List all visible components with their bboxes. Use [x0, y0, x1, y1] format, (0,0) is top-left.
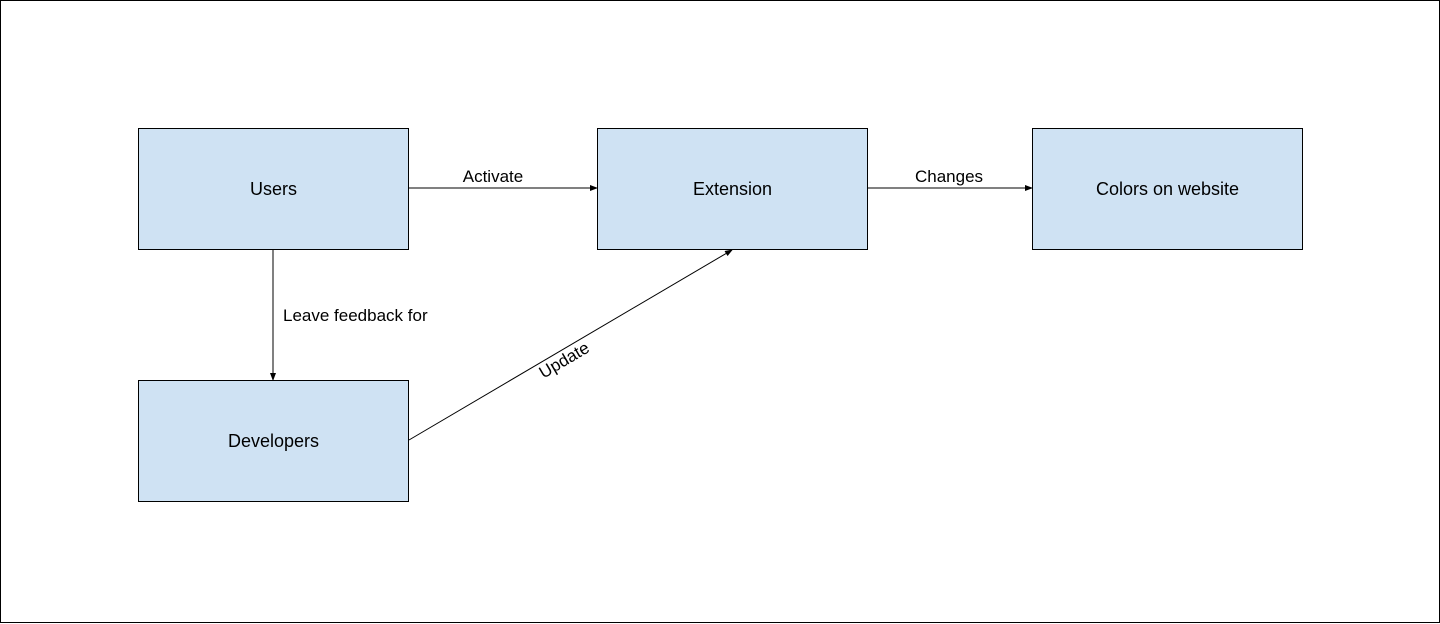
edge-developers-to-extension [408, 249, 733, 441]
edge-label-activate: Activate [463, 167, 523, 186]
node-colors-on-website[interactable]: Colors on website [1032, 128, 1303, 250]
edge-label-leave-feedback: Leave feedback for [283, 306, 428, 325]
node-users-label: Users [249, 178, 297, 199]
node-developers[interactable]: Developers [138, 380, 409, 502]
node-extension[interactable]: Extension [597, 128, 868, 250]
node-developers-label: Developers [227, 430, 320, 451]
node-extension-label: Extension [692, 178, 773, 199]
edge-label-changes: Changes [915, 167, 983, 186]
edge-label-update: Update [536, 338, 593, 382]
node-colors-on-website-label: Colors on website [1095, 178, 1240, 199]
node-users[interactable]: Users [138, 128, 409, 250]
